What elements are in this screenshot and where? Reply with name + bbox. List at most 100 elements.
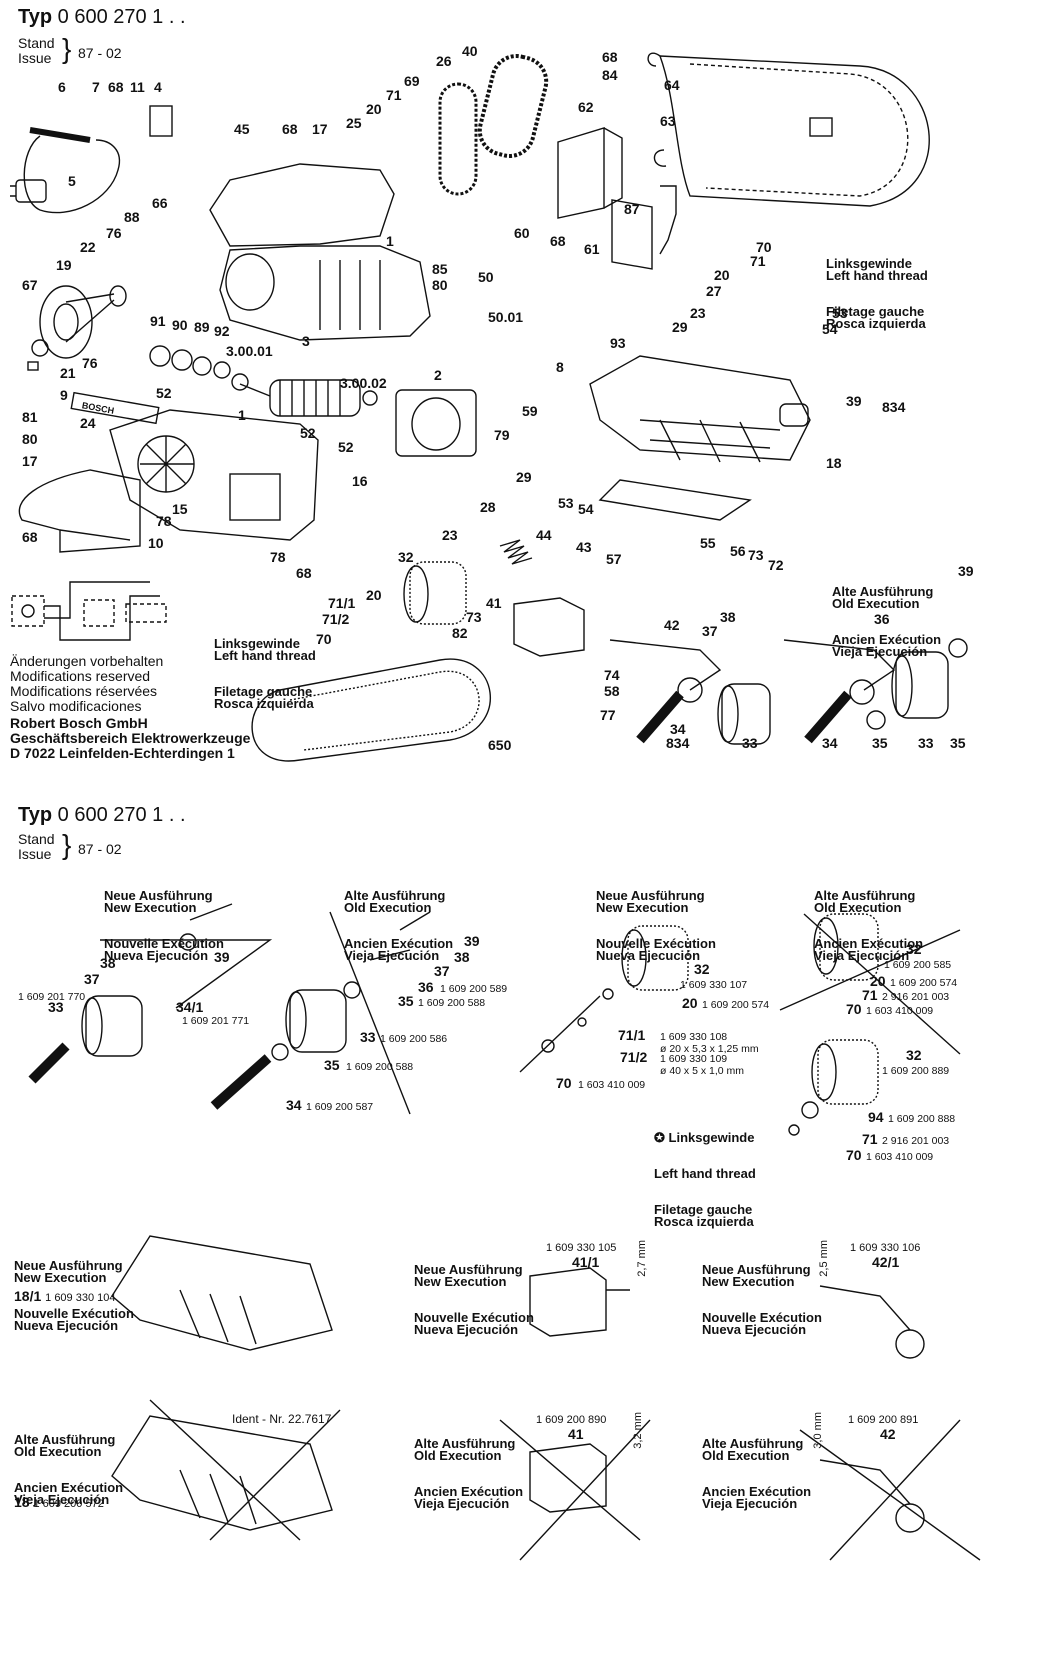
bracket-old [499,1419,651,1561]
ref-number-26: 1 [238,407,246,423]
part-number-d-4: 1 609 200 889 [882,1065,949,1077]
ref-number-18: 3.00.01 [226,343,273,359]
ref-number-90: 71/1 [328,595,355,611]
housing-old [111,1399,341,1541]
part-number-d-6: 2 916 201 003 [882,1135,949,1147]
part-number-c-2: 1 609 330 108 [660,1031,727,1043]
ref-number-37: 68 [296,565,312,581]
pn-42-1: 1 609 330 106 [850,1242,921,1254]
tension-lever-roller [609,639,771,745]
ref-number-106: 834 [666,735,690,751]
ref-number-104: 650 [488,737,512,753]
ref-number-20: 3.00.02 [340,375,387,391]
ref-number-97: 42 [664,617,680,633]
roller-new-c [519,925,689,1073]
bosch-logo-plate: BOSCH [70,391,160,425]
ref-number-64: 27 [706,283,722,299]
ref-number-a-1: 37 [84,971,100,987]
ref-number-40: 17 [312,121,328,137]
spring [499,539,533,565]
ref-number-45: 26 [436,53,452,69]
ref-number-54: 62 [578,99,594,115]
ref-number-a-3: 39 [214,949,230,965]
ref-number-93: 70 [316,631,332,647]
part-number-d-3: 1 603 410 009 [866,1005,933,1017]
ref-number-88: 32 [398,549,414,565]
pn-42: 1 609 200 891 [848,1414,919,1426]
motor-housing [109,409,319,541]
ref-number-73: 59 [522,403,538,419]
ref-number-17: 92 [214,323,230,339]
part-number-d-0: 1 609 200 585 [884,959,951,971]
ref-number-96: 82 [452,625,468,641]
ref-number-76: 29 [516,469,532,485]
front-handle [18,469,141,553]
ref-number-95: 73 [466,609,482,625]
motor-field [395,389,477,457]
ref-number-d-0: 32 [906,941,922,957]
ref-number-34: 10 [148,535,164,551]
ref-number-d-6: 71 [862,1131,878,1147]
ref-number-38: 45 [234,121,250,137]
ref-number-58: 68 [550,233,566,249]
ref-number-109: 35 [872,735,888,751]
type-title-1: Typ 0 600 270 1 . . [18,6,186,28]
ref-number-74: 79 [494,427,510,443]
ref-number-67: 93 [610,335,626,351]
ref-number-100: 36 [874,611,890,627]
pn-41-1: 1 609 330 105 [546,1242,617,1254]
ref-number-5: 5 [68,173,76,189]
ref-number-59: 61 [584,241,600,257]
roller-new-a [28,903,273,1084]
ref-number-25: 24 [80,415,96,431]
ref-number-41: 25 [346,115,362,131]
ref-number-55: 64 [664,77,680,93]
ref-number-57: 60 [514,225,530,241]
ref-number-101: 74 [604,667,620,683]
ref-number-30: 52 [338,439,354,455]
ref-number-d-4: 32 [906,1047,922,1063]
exhaust-adapter [557,127,677,270]
part-number-d-5: 1 609 200 888 [888,1113,955,1125]
ref-number-10: 19 [56,257,72,273]
ref-number-35: 78 [270,549,286,565]
ref-number-d-1: 20 [870,973,886,989]
old-roller-assembly [783,638,968,744]
label-18-1: 18/1 1 609 330 104 [14,1288,116,1304]
ref-number-50: 50 [478,269,494,285]
ref-number-68: 53 [832,305,848,321]
ref-number-c-3: 71/2 [620,1049,647,1065]
ref-number-0: 6 [58,79,66,95]
ref-number-108: 34 [822,735,838,751]
ref-number-80: 55 [700,535,716,551]
ref-number-99: 37 [702,623,718,639]
ref-number-c-0: 32 [694,961,710,977]
ref-number-29: 17 [22,453,38,469]
housing-new [111,1235,333,1351]
ref-number-105: 34 [670,721,686,737]
bracket-new [529,1267,630,1337]
ref-number-63: 20 [714,267,730,283]
ref-number-82: 73 [748,547,764,563]
part-number-c-6: 1 603 410 009 [578,1079,645,1091]
ref-number-b-5: 33 [360,1029,376,1045]
part-number-d-1: 1 609 200 574 [890,977,957,989]
ref-number-a-4: 34/1 [176,999,203,1015]
wiring-schematic [11,581,167,641]
brace-2: } [62,829,72,860]
ref-number-22: 9 [60,387,68,403]
ref-number-84: 23 [442,527,458,543]
ref-number-85: 44 [536,527,552,543]
part-number-a-1: 1 609 201 771 [182,1015,249,1027]
ref-number-91: 20 [366,587,382,603]
